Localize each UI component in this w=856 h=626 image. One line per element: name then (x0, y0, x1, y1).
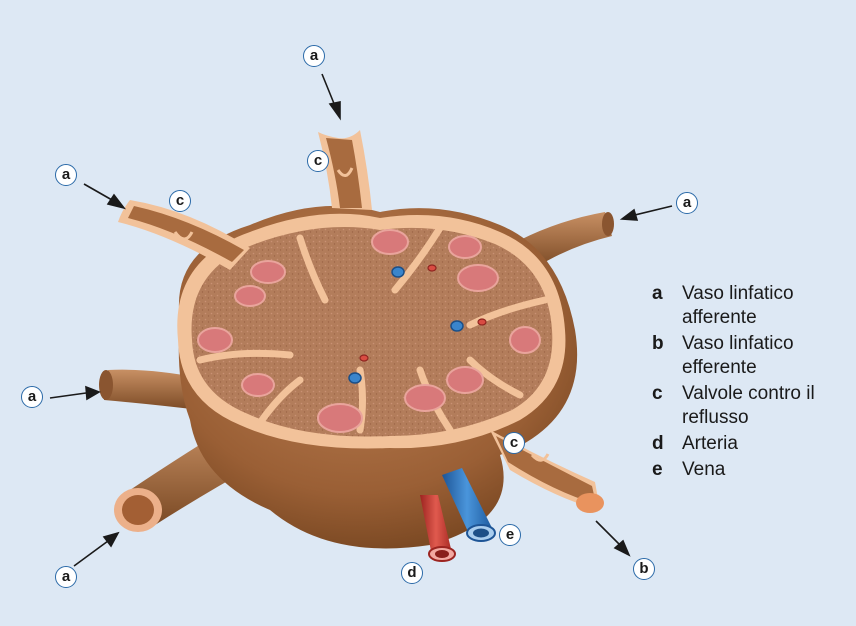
legend-letter: b (652, 332, 682, 380)
legend-text: Vena (682, 458, 842, 482)
legend-item-b: b Vaso linfatico efferente (652, 332, 852, 380)
callout-a-left-middle: a (21, 386, 43, 408)
legend-letter: d (652, 432, 682, 456)
callout-e-bottom: e (499, 524, 521, 546)
legend-text: Arteria (682, 432, 842, 456)
legend-letter: e (652, 458, 682, 482)
callout-a-left-upper: a (55, 164, 77, 186)
legend: a Vaso linfatico afferente b Vaso linfat… (652, 282, 852, 484)
legend-text: Vaso linfatico afferente (682, 282, 842, 330)
callout-d-bottom: d (401, 562, 423, 584)
vessel-top (318, 130, 372, 210)
legend-letter: c (652, 382, 682, 430)
callout-c-right: c (503, 432, 525, 454)
legend-text: Vaso linfatico efferente (682, 332, 842, 380)
callout-b-bottom-right: b (633, 558, 655, 580)
callout-a-bottom-left: a (55, 566, 77, 588)
legend-item-d: d Arteria (652, 432, 852, 456)
node-cortex (192, 227, 553, 436)
legend-text: Valvole contro il reflusso (682, 382, 842, 430)
callout-a-right: a (676, 192, 698, 214)
callout-c-top: c (307, 150, 329, 172)
legend-item-c: c Valvole contro il reflusso (652, 382, 852, 430)
callout-a-top: a (303, 45, 325, 67)
callout-c-left: c (169, 190, 191, 212)
legend-item-e: e Vena (652, 458, 852, 482)
legend-letter: a (652, 282, 682, 330)
legend-item-a: a Vaso linfatico afferente (652, 282, 852, 330)
